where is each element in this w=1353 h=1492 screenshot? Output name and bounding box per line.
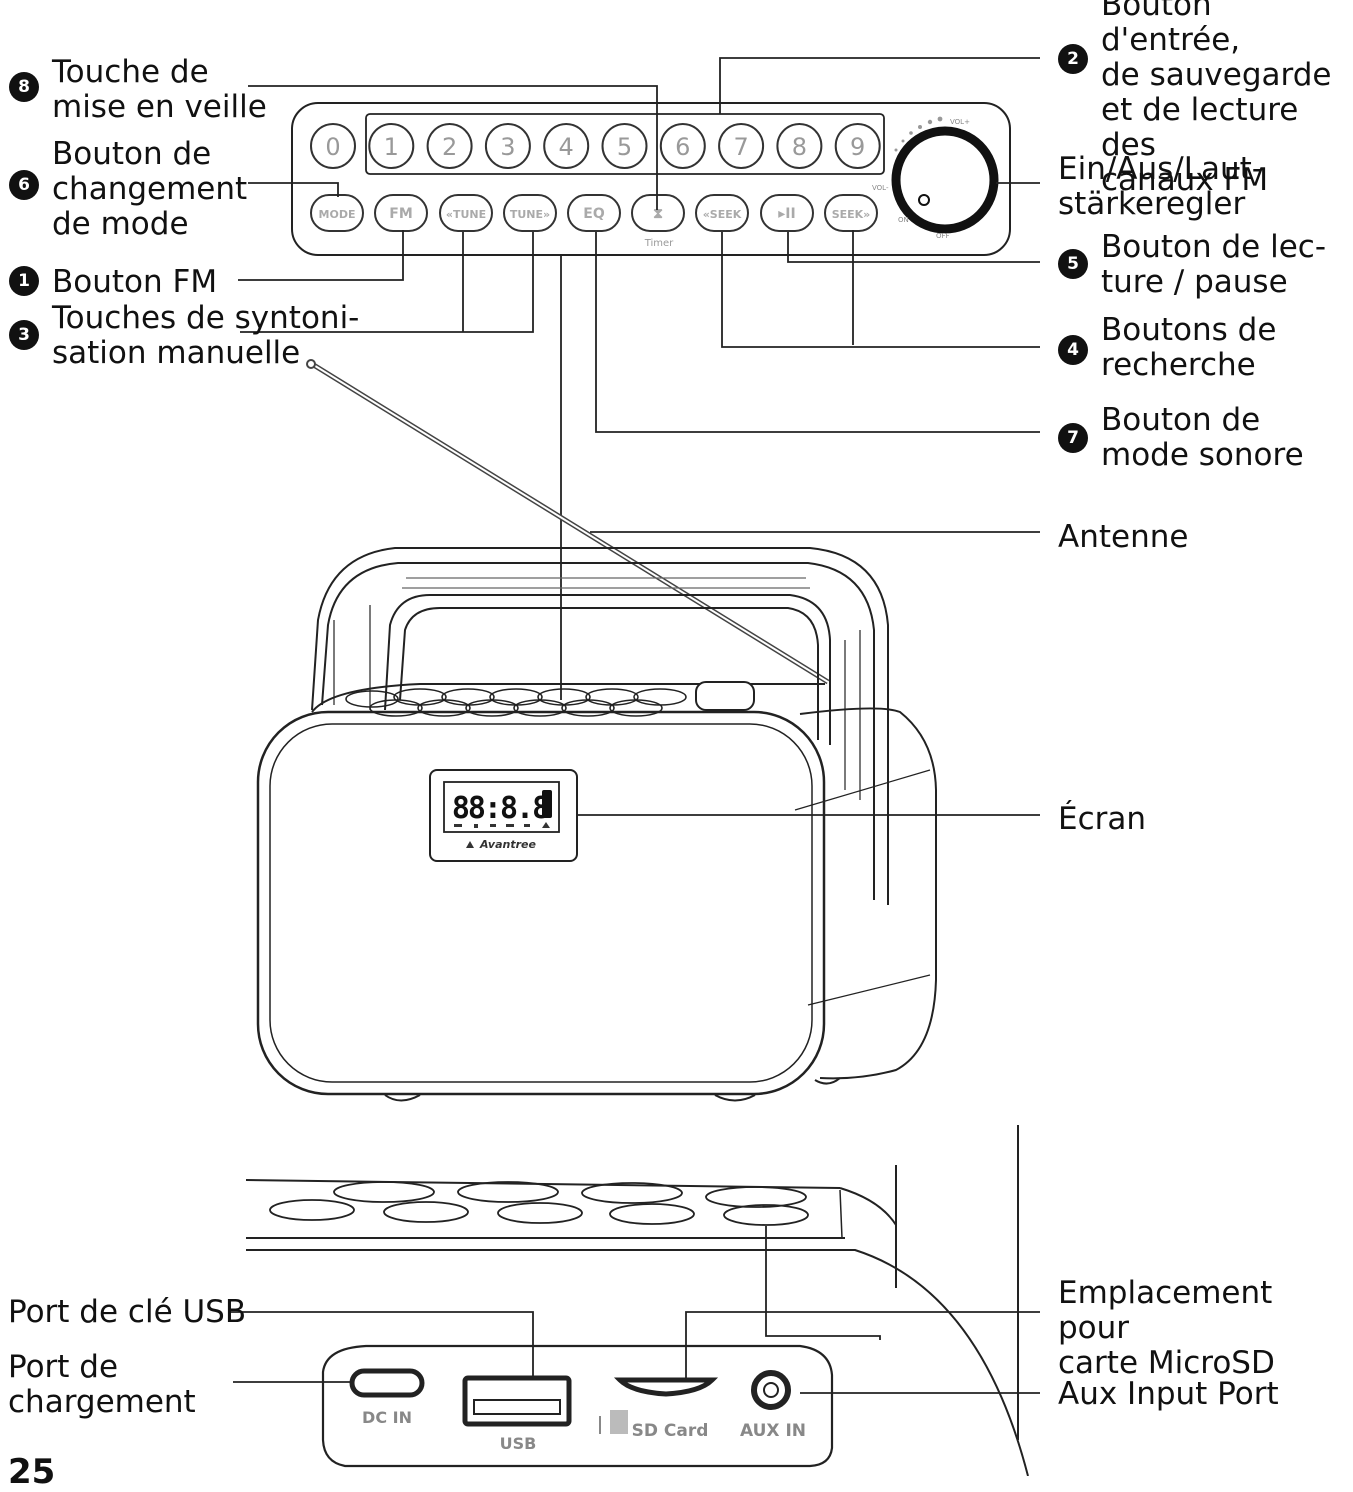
channel-button-3 <box>484 123 531 169</box>
control-panel <box>291 102 1011 256</box>
channel-button-label: 6 <box>675 133 690 161</box>
channel-button-7 <box>718 123 765 169</box>
vol-plus-text: VOL+ <box>950 118 970 126</box>
function-button-label: ⧗ <box>653 206 663 222</box>
function-button <box>695 194 749 232</box>
page-number: 25 <box>8 1452 56 1492</box>
badge-2: 2 <box>1058 44 1088 74</box>
channel-button-label: 2 <box>442 133 457 161</box>
label-usb-port: Port de clé USB <box>8 1294 247 1330</box>
channel-button-8 <box>776 123 823 169</box>
channel-button-2 <box>426 123 473 169</box>
channel-button-0 <box>310 123 356 169</box>
channel-button-label: 1 <box>384 133 399 161</box>
function-button-label: «SEEK <box>703 208 742 221</box>
brand-logo: Avantree <box>479 838 536 851</box>
channel-button-label: 0 <box>325 133 340 161</box>
function-button <box>631 194 685 232</box>
function-button <box>824 194 878 232</box>
label-charge-port: Port de chargement <box>8 1349 196 1420</box>
badge-3: 3 <box>9 320 39 350</box>
label-play: Bouton de lec- ture / pause <box>1101 229 1327 300</box>
vol-minus-text: VOL- <box>872 184 889 192</box>
function-button-label: ▸II <box>778 206 795 222</box>
volume-knob: VOL+ VOL- ON OFF <box>872 116 999 240</box>
closeup-section <box>245 1125 1029 1476</box>
function-button-label: «TUNE <box>446 208 486 221</box>
leader-lines <box>238 57 1040 816</box>
function-buttons: MODE FM «TUNE TUNE» EQ ⧗ «SEEK ▸II SEEK» <box>310 194 878 232</box>
sd-card-text: SD Card <box>632 1421 709 1441</box>
channel-button-label: 5 <box>617 133 632 161</box>
radio-body <box>256 547 937 1102</box>
closeup-leader-lines <box>230 1226 1040 1394</box>
channel-button-label: 8 <box>792 133 807 161</box>
lcd-digits: 88:8.8 <box>452 791 549 826</box>
label-standby: Touche de mise en veille <box>52 54 267 125</box>
function-button <box>760 194 814 232</box>
label-channels: Bouton d'entrée, de sauvegarde et de lec… <box>1101 0 1332 198</box>
label-sound: Bouton de mode sonore <box>1101 402 1304 473</box>
lcd-display: 88:8.8 Avantree <box>429 769 578 862</box>
function-button-label: EQ <box>583 206 605 222</box>
badge-4: 4 <box>1058 335 1088 365</box>
channel-button-1 <box>368 123 415 169</box>
function-button-label: TUNE» <box>510 208 550 221</box>
channel-button-4 <box>543 123 590 169</box>
off-text: OFF <box>936 232 950 240</box>
label-mode: Bouton de changement de mode <box>52 136 248 242</box>
function-button-label: MODE <box>319 208 356 221</box>
channel-button-label: 3 <box>500 133 515 161</box>
label-aux-port: Aux Input Port <box>1058 1376 1279 1412</box>
antenna <box>306 359 830 685</box>
function-button-label: SEEK» <box>832 208 871 221</box>
function-button <box>567 194 621 232</box>
channel-button-label: 7 <box>733 133 748 161</box>
on-text: ON <box>898 216 909 224</box>
badge-5: 5 <box>1058 249 1088 279</box>
badge-6: 6 <box>9 170 39 200</box>
aux-in-text: AUX IN <box>740 1421 806 1441</box>
channel-button-6 <box>659 123 706 169</box>
badge-7: 7 <box>1058 423 1088 453</box>
label-screen: Écran <box>1058 801 1147 837</box>
usb-text: USB <box>500 1434 537 1453</box>
badge-8: 8 <box>9 72 39 102</box>
label-tune: Touches de syntoni- sation manuelle <box>52 300 360 371</box>
function-button <box>310 194 364 232</box>
channel-number-buttons: 0 1 2 3 4 5 6 7 8 9 <box>310 123 881 169</box>
label-seek: Boutons de recherche <box>1101 312 1277 383</box>
channel-button-label: 4 <box>559 133 574 161</box>
label-sd-slot: Emplacement pour carte MicroSD <box>1058 1275 1275 1381</box>
channel-button-label: 9 <box>850 133 865 161</box>
function-button <box>439 194 493 232</box>
function-button <box>503 194 557 232</box>
timer-text: Timer <box>644 238 674 249</box>
function-button-label: FM <box>389 206 413 222</box>
label-antenna: Antenne <box>1058 519 1189 555</box>
badge-1: 1 <box>9 266 39 296</box>
label-fm: Bouton FM <box>52 264 218 300</box>
label-power: Ein/Aus/Laut- stärkeregler <box>1058 151 1263 222</box>
function-button <box>374 194 428 232</box>
channel-button-5 <box>601 123 648 169</box>
dc-in-text: DC IN <box>362 1408 412 1427</box>
channel-button-9 <box>834 123 881 169</box>
